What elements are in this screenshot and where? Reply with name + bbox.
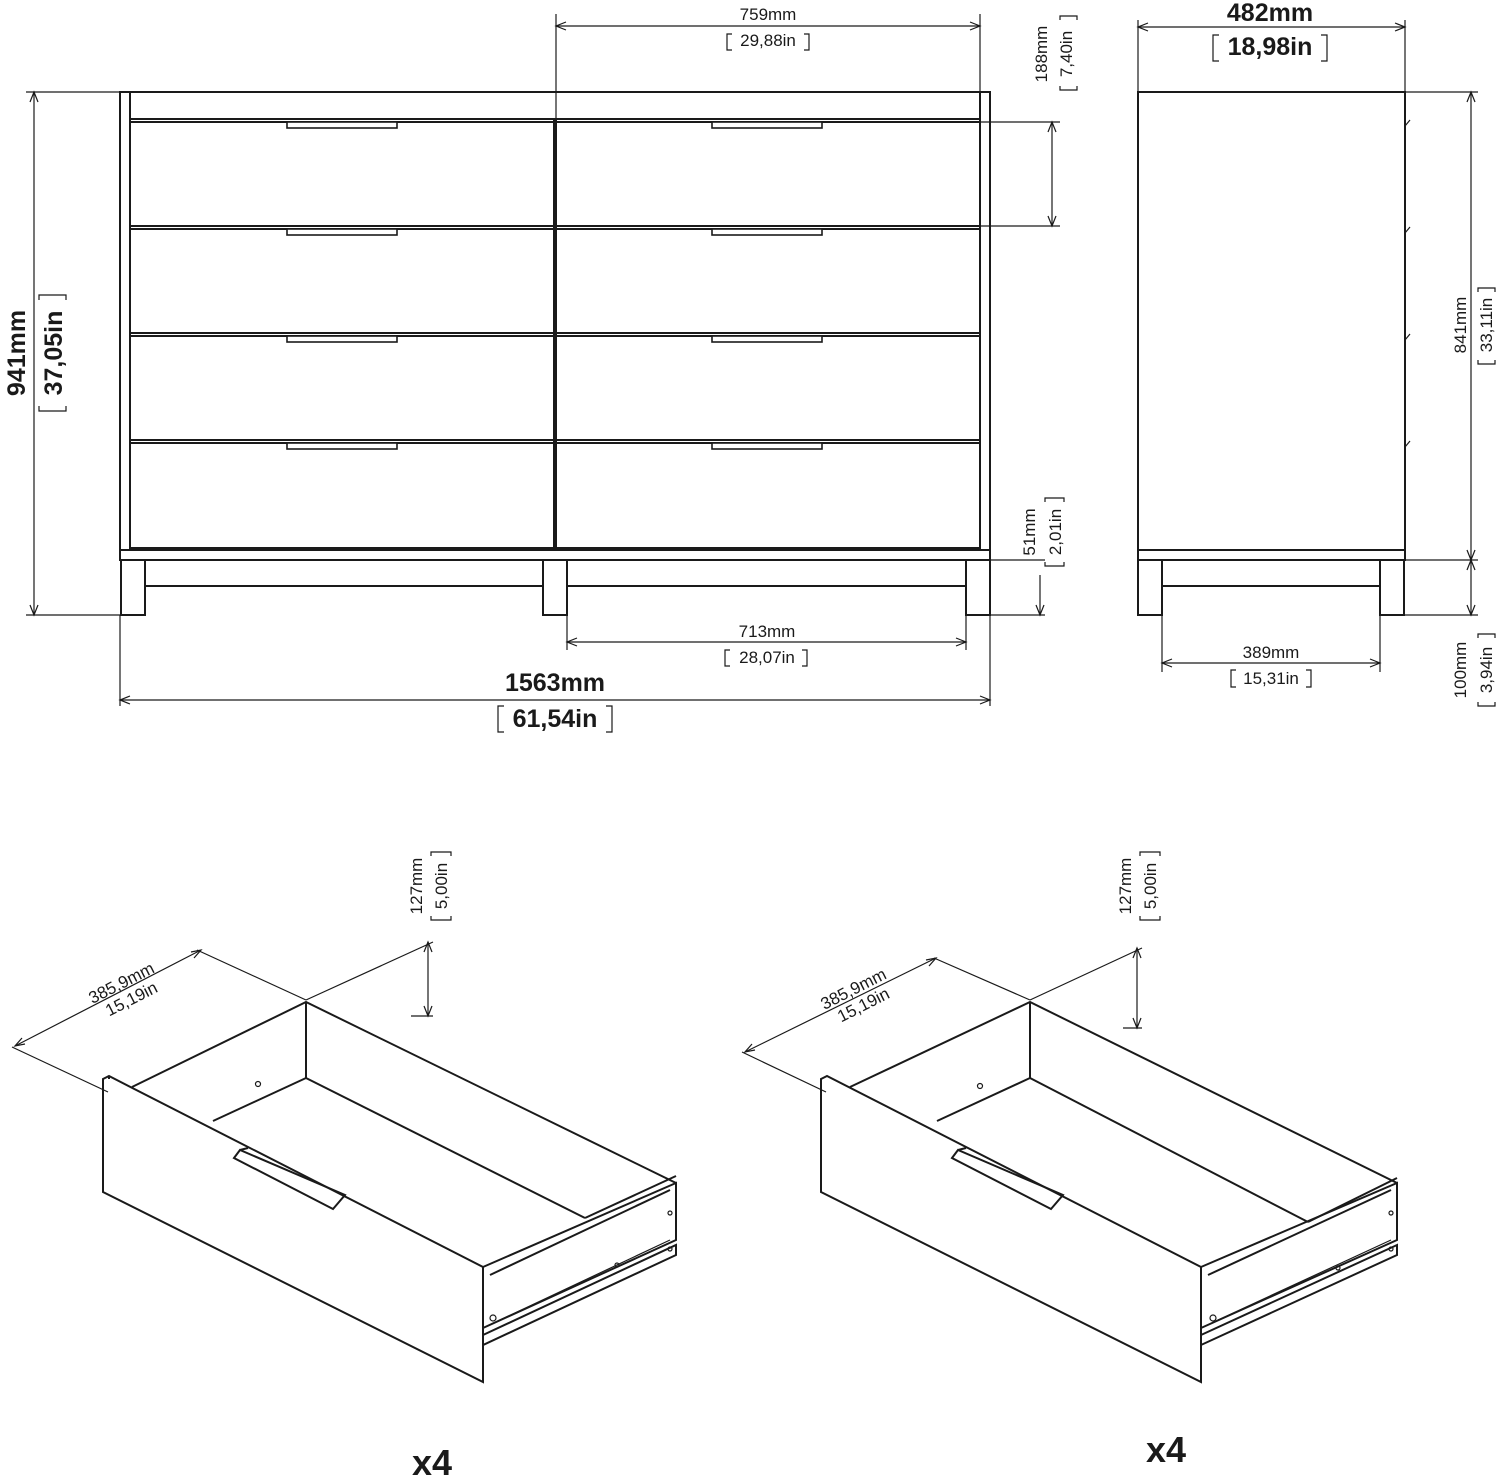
dim-leg-height: 100mm 3,94in — [1405, 558, 1496, 707]
drawer-box — [102, 1000, 677, 1384]
body-height-in: 33,11in — [1477, 298, 1496, 353]
drawer-front-ticks — [1404, 119, 1411, 448]
plinth-in: 2,01in — [1046, 509, 1065, 555]
side-carcass — [1137, 91, 1406, 551]
total-width-in: 61,54in — [513, 705, 598, 733]
drawer-quantity-left: x4 — [412, 1442, 452, 1481]
dim-drawer-depth-right: 385,9mm 15,19in — [741, 957, 1031, 1093]
drawer-height-in-left: 5,00in — [432, 863, 451, 909]
leg-height-mm: 100mm — [1451, 642, 1470, 699]
drawer-detail-left: 385,9mm 15,19in 127mm 5,00in x4 — [11, 851, 677, 1481]
dim-total-height: 941mm 37,05in — [3, 90, 120, 617]
drawer-height-in: 7,40in — [1057, 31, 1076, 77]
drawer-height-in-right: 5,00in — [1141, 863, 1160, 909]
body-height-mm: 841mm — [1451, 297, 1470, 354]
drawer-height-mm-left: 127mm — [407, 858, 426, 915]
dim-plinth: 51mm 2,01in — [990, 497, 1065, 617]
dim-drawer-depth-left: 385,9mm 15,19in — [11, 949, 307, 1093]
dim-drawer-height: 188mm 7,40in — [980, 15, 1078, 228]
dim-drawer-height-right: 127mm 5,00in — [1029, 851, 1161, 1030]
drawer-width-mm: 759mm — [740, 5, 797, 24]
drawer-box — [820, 1000, 1398, 1384]
total-height-in: 37,05in — [40, 311, 68, 396]
drawer-handles — [286, 121, 823, 450]
dim-total-width: 1563mm 61,54in — [118, 615, 992, 733]
drawer-width-in: 29,88in — [740, 31, 796, 50]
plinth-mm: 51mm — [1020, 508, 1039, 555]
total-width-mm: 1563mm — [505, 669, 605, 697]
front-view: 759mm 29,88in 188mm 7,40in 941mm 37,05in — [3, 5, 1078, 733]
leg-span-mm: 713mm — [739, 622, 796, 641]
side-view: 482mm 18,98in 841mm 33,11in 100mm 3,94in — [1136, 0, 1496, 707]
dim-drawer-width: 759mm 29,88in — [554, 5, 982, 119]
front-drawers — [130, 119, 980, 549]
front-base — [119, 549, 991, 616]
leg-height-in: 3,94in — [1477, 647, 1496, 693]
dim-body-height: 841mm 33,11in — [1405, 90, 1496, 562]
depth-in: 18,98in — [1228, 33, 1313, 61]
drawer-height-mm-right: 127mm — [1116, 858, 1135, 915]
drawer-quantity-right: x4 — [1146, 1429, 1186, 1470]
total-height-mm: 941mm — [3, 310, 31, 396]
dim-depth: 482mm 18,98in — [1136, 0, 1407, 92]
dim-drawer-height-left: 127mm 5,00in — [305, 851, 452, 1018]
side-leg-span-in: 15,31in — [1243, 669, 1299, 688]
leg-span-in: 28,07in — [739, 648, 795, 667]
drawer-detail-right: 385,9mm 15,19in 127mm 5,00in x4 — [741, 851, 1398, 1470]
dim-side-leg-span: 389mm 15,31in — [1160, 615, 1382, 688]
drawer-height-mm: 188mm — [1032, 26, 1051, 83]
dim-leg-span: 713mm 28,07in — [565, 615, 968, 667]
depth-mm: 482mm — [1227, 0, 1313, 27]
side-leg-span-mm: 389mm — [1243, 643, 1300, 662]
